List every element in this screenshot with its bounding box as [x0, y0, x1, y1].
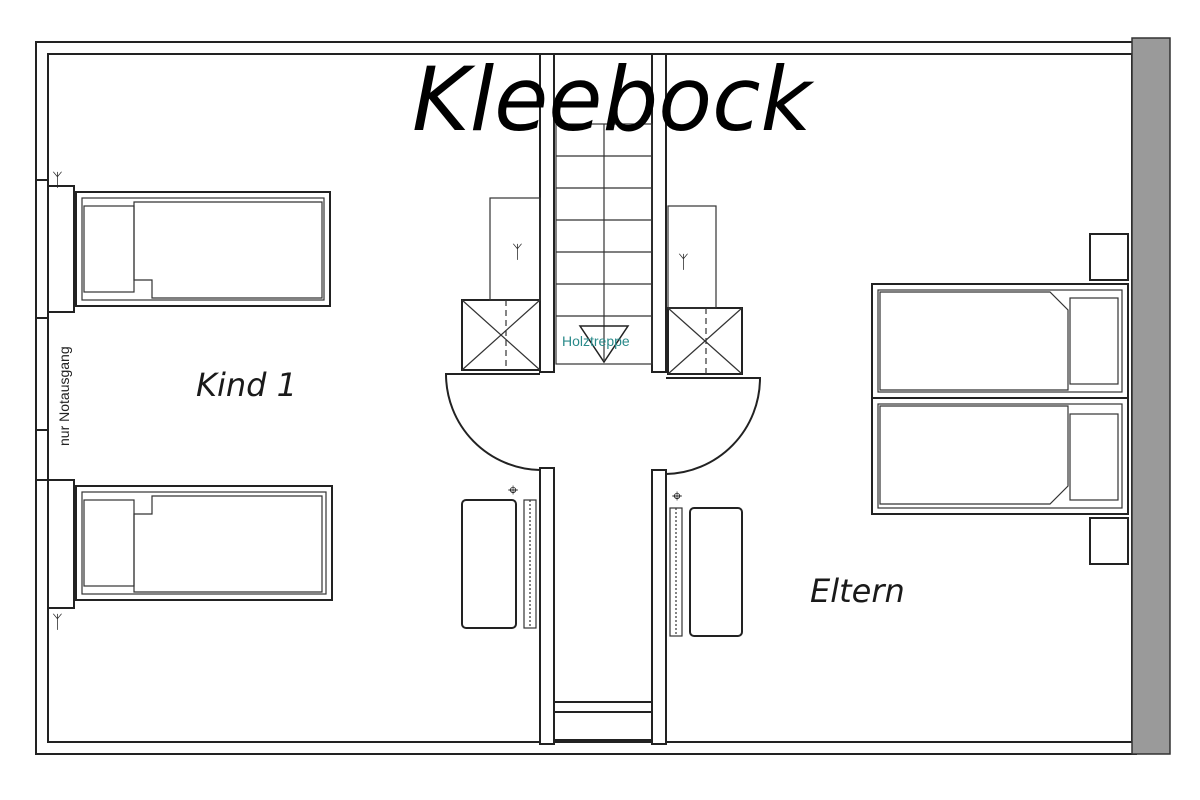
wardrobes: ᛉ ᛉ — [461, 197, 743, 375]
plan-title: Kleebock — [412, 48, 815, 151]
lamp-icon: ⌖ — [672, 486, 682, 507]
emergency-exit-label: nur Notausgang — [56, 346, 72, 446]
coat-hook-icon: ᛉ — [52, 170, 63, 191]
lamp-icon: ⌖ — [508, 480, 518, 501]
room-label-left: Kind 1 — [196, 366, 297, 404]
coat-hook-icon: ᛉ — [678, 252, 689, 273]
left-room-beds: ᛉ ᛉ — [47, 170, 333, 633]
right-door-swing — [665, 377, 762, 475]
emergency-exit-window — [35, 179, 49, 481]
doors — [444, 373, 762, 475]
corridor-walls — [539, 53, 667, 745]
right-room-bed — [871, 233, 1129, 565]
right-exterior-wall — [1131, 37, 1171, 755]
room-label-right: Eltern — [810, 572, 905, 610]
staircase — [555, 123, 653, 365]
stair-direction-arrow-icon — [578, 325, 630, 364]
corridor-furniture: ⌖ ⌖ — [461, 480, 743, 637]
coat-hook-icon: ᛉ — [52, 612, 63, 633]
left-door-swing — [444, 373, 541, 471]
coat-hook-icon: ᛉ — [512, 242, 523, 263]
stair-label: Holztreppe — [562, 333, 630, 349]
